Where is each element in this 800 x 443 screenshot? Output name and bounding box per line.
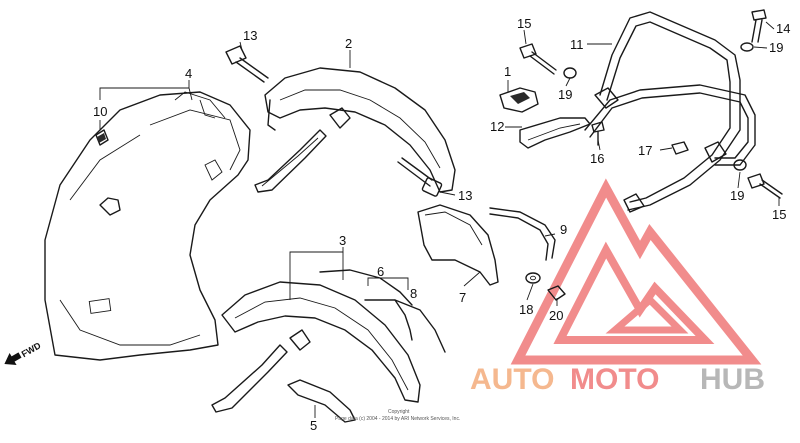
part-14-bolt (751, 9, 767, 43)
callout-12: 12 (490, 119, 504, 134)
copyright-block: Copyright Page data (c) 2004 - 2014 by A… (335, 409, 460, 422)
part-20-nut (547, 285, 566, 301)
callout-15-lower: 15 (772, 207, 786, 222)
fwd-label: FWD (20, 340, 43, 359)
callout-10: 10 (93, 104, 107, 119)
part-4-front-cowl (44, 91, 251, 361)
part-13-bolt-upper (225, 45, 269, 83)
callout-1: 1 (504, 64, 511, 79)
part-19-washer-mid (563, 67, 577, 79)
callout-9: 9 (560, 222, 567, 237)
callout-3: 3 (339, 233, 346, 248)
callout-5: 5 (310, 418, 317, 433)
part-3-lower-fender (211, 281, 421, 413)
part-17-clip (671, 141, 689, 155)
part-19-washer-right (733, 159, 747, 171)
watermark-word-moto: MOTO (570, 363, 659, 396)
callout-11: 11 (570, 37, 584, 52)
watermark-triangle-outer (510, 178, 762, 365)
callout-7: 7 (459, 290, 466, 305)
part-18-washer (525, 272, 541, 284)
watermark-logo: AUTO MOTO HUB (470, 178, 765, 396)
part-12-bracket (519, 117, 591, 149)
leader-lines (99, 21, 780, 418)
arrow-left-icon (4, 352, 22, 366)
callout-19-right: 19 (730, 188, 744, 203)
part-11-rack-frame (584, 11, 756, 213)
watermark-triangle-core (605, 295, 689, 334)
watermark-word-auto: AUTO (470, 363, 554, 396)
part-5-bracket (287, 379, 356, 423)
part-2-upper-fender (254, 67, 456, 193)
callout-6: 6 (377, 264, 384, 279)
copyright-line-2: Page data (c) 2004 - 2014 by ARI Network… (335, 416, 460, 422)
copyright-line-1: Copyright (388, 409, 410, 415)
part-13-bolt-lower (397, 157, 443, 197)
part-10-bolt (95, 129, 109, 146)
fwd-direction-marker: FWD (4, 340, 43, 366)
callout-14: 14 (776, 21, 790, 36)
callout-4: 4 (185, 66, 192, 81)
callout-13-lower: 13 (458, 188, 472, 203)
callout-19-top: 19 (769, 40, 783, 55)
part-9-rod (489, 207, 556, 261)
part-1-clamp (499, 87, 539, 113)
watermark-word-hub: HUB (700, 363, 765, 396)
callout-2: 2 (345, 36, 352, 51)
callout-20: 20 (549, 308, 563, 323)
callout-16: 16 (590, 151, 604, 166)
callout-labels: 4 10 2 13 13 3 6 8 7 9 5 18 20 1 12 15 1… (93, 16, 790, 433)
callout-15-upper: 15 (517, 16, 531, 31)
part-19-washer-top (740, 42, 754, 52)
callout-19-mid: 19 (558, 87, 572, 102)
part-16-screw (591, 121, 605, 146)
part-8-rod (364, 299, 446, 353)
callout-18: 18 (519, 302, 533, 317)
callout-17: 17 (638, 143, 652, 158)
callout-13-upper: 13 (243, 28, 257, 43)
part-15-bolt-lower (747, 173, 783, 199)
part-7-plate (417, 204, 499, 286)
callout-8: 8 (410, 286, 417, 301)
part-15-bolt-upper (519, 43, 557, 75)
